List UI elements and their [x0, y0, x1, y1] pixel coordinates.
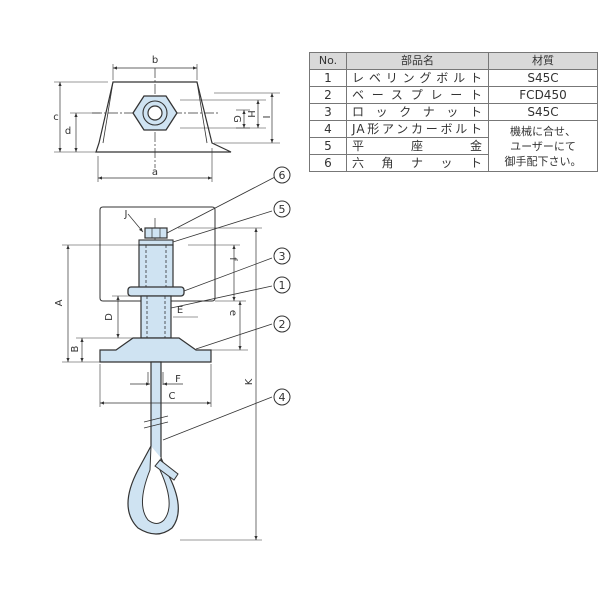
- parts-table: No. 部品名 材質 1 レベリングボルト S45C 2 ベースプレート FCD…: [309, 52, 598, 172]
- callout-1: 1: [279, 279, 286, 292]
- row-no: 2: [309, 86, 347, 104]
- dim-label-a: a: [152, 167, 158, 178]
- table-row: 2 ベースプレート FCD450: [309, 86, 598, 104]
- dim-label-F: F: [175, 374, 181, 385]
- row-part-name: ロックナット: [346, 103, 489, 121]
- header-material: 材質: [488, 52, 598, 70]
- callout-3: 3: [279, 250, 286, 263]
- row-part-name: 平座金: [346, 137, 489, 155]
- header-part-name: 部品名: [346, 52, 489, 70]
- row-no: 4: [309, 120, 347, 138]
- callout-6: 6: [279, 169, 286, 182]
- table-row: 3 ロックナット S45C: [309, 103, 598, 121]
- table-row: 1 レベリングボルト S45C: [309, 69, 598, 87]
- row-no: 5: [309, 137, 347, 155]
- lock-nut-part: [127, 286, 185, 297]
- row-material: S45C: [488, 103, 598, 121]
- dim-label-b: b: [152, 55, 158, 66]
- top-view: [54, 64, 280, 182]
- row-no: 1: [309, 69, 347, 87]
- dim-label-C: C: [169, 391, 176, 402]
- dim-label-d: d: [65, 126, 71, 137]
- callout-leaders: [162, 176, 276, 441]
- table-row: 5 平座金: [309, 137, 598, 155]
- callout-2: 2: [279, 318, 286, 331]
- dim-label-h: H: [245, 110, 256, 118]
- dim-label-D: D: [104, 313, 115, 321]
- table-row: 6 六角ナット: [309, 154, 598, 172]
- dim-label-j: J: [124, 209, 128, 220]
- dim-label-A: A: [54, 299, 65, 306]
- leveling-bolt-part: [138, 244, 174, 290]
- dim-label-e: e: [227, 310, 238, 316]
- row-no: 6: [309, 154, 347, 172]
- row-part-name: 六角ナット: [346, 154, 489, 172]
- washer-part: [138, 239, 174, 246]
- row-no: 3: [309, 103, 347, 121]
- dim-label-E: E: [177, 305, 183, 316]
- table-row: 4 JA形アンカーボルト 機械に合せ、 ユーザーにて 御手配下さい。: [309, 120, 598, 172]
- callout-circles: [273, 166, 291, 406]
- row-material: S45C: [488, 69, 598, 87]
- callout-4: 4: [279, 391, 286, 404]
- row-material: FCD450: [488, 86, 598, 104]
- material-note: 機械に合せ、 ユーザーにて 御手配下さい。: [488, 120, 598, 172]
- dim-label-K: K: [244, 378, 255, 385]
- row-part-name: レベリングボルト: [346, 69, 489, 87]
- material-note-line: 御手配下さい。: [504, 154, 582, 168]
- dim-label-B: B: [70, 345, 81, 352]
- dim-label-c: c: [53, 112, 59, 123]
- material-note-line: 機械に合せ、: [510, 124, 576, 138]
- base-plate-part: [99, 337, 212, 363]
- callout-5: 5: [279, 203, 286, 216]
- header-no: No.: [309, 52, 347, 70]
- dim-label-f: f: [227, 257, 238, 261]
- hex-nut-part: [144, 227, 168, 239]
- material-note-line: ユーザーにて: [510, 139, 576, 153]
- row-part-name: JA形アンカーボルト: [346, 120, 489, 138]
- row-part-name: ベースプレート: [346, 86, 489, 104]
- parts-table-header: No. 部品名 材質: [309, 52, 598, 70]
- dim-label-g: G: [231, 115, 242, 123]
- dim-label-i: I: [260, 116, 271, 119]
- side-view: [62, 206, 262, 541]
